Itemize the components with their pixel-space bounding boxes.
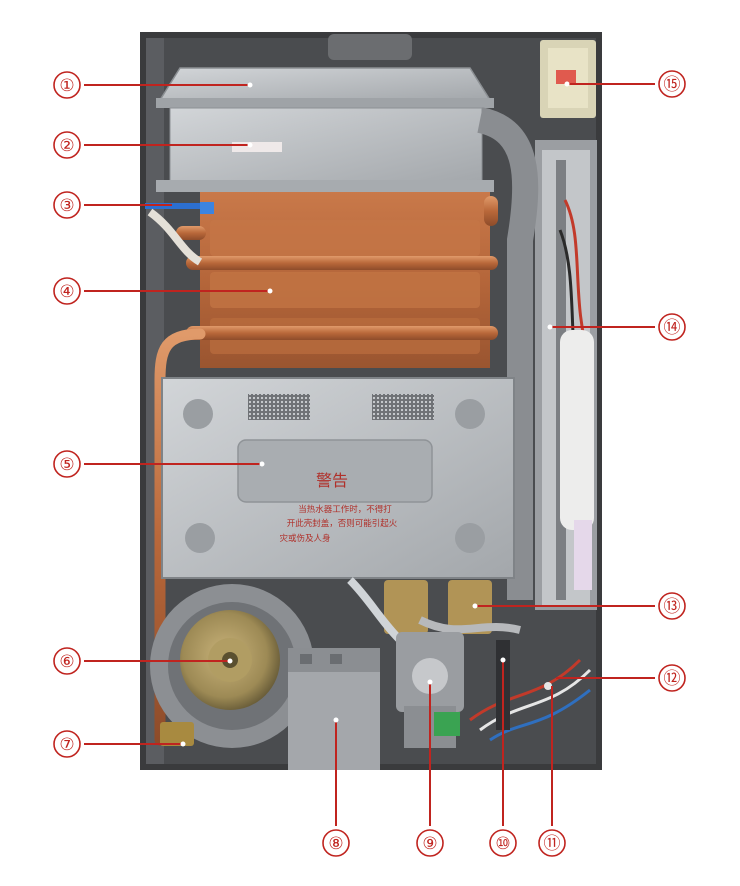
solenoid-valves — [347, 577, 521, 643]
callout-15: ⑮ — [658, 70, 686, 98]
callout-2: ② — [53, 131, 81, 159]
svg-text:③: ③ — [59, 196, 74, 216]
svg-text:⑫: ⑫ — [664, 669, 681, 689]
callout-7: ⑦ — [53, 730, 81, 758]
svg-text:①: ① — [59, 76, 74, 96]
svg-text:⑭: ⑭ — [664, 318, 681, 338]
warning-line-3: 灾或伤及人身 — [279, 533, 330, 544]
gas-valve — [288, 648, 380, 770]
warning-line-2: 开此壳封盖，否则可能引起火 — [287, 518, 398, 529]
heat-exchanger — [176, 192, 498, 368]
callout-markers: ① ② ③ ④ ⑤ ⑥ ⑦ ⑧ — [53, 70, 686, 857]
copper-water-pipe — [154, 328, 206, 746]
callout-12: ⑫ — [658, 664, 686, 692]
svg-text:⑧: ⑧ — [328, 834, 343, 854]
callout-14: ⑭ — [658, 313, 686, 341]
callout-4: ④ — [53, 277, 81, 305]
callout-6: ⑥ — [53, 647, 81, 675]
control-board-column — [535, 140, 597, 610]
svg-text:⑤: ⑤ — [59, 455, 74, 475]
callout-10: ⑩ — [489, 829, 517, 857]
svg-text:⑪: ⑪ — [544, 834, 561, 854]
callout-11: ⑪ — [538, 829, 566, 857]
svg-text:⑨: ⑨ — [422, 834, 437, 854]
svg-text:④: ④ — [59, 282, 74, 302]
svg-text:②: ② — [59, 136, 74, 156]
leader-dots — [180, 81, 570, 747]
callout-1: ① — [53, 71, 81, 99]
insulated-pipe — [476, 107, 539, 600]
callout-13: ⑬ — [658, 592, 686, 620]
wiring-harness — [469, 640, 592, 742]
water-inlet-fitting — [160, 722, 194, 746]
svg-text:⑮: ⑮ — [664, 75, 681, 95]
ignition-controller-box — [540, 40, 596, 118]
leader-lines — [84, 83, 655, 826]
svg-text:⑥: ⑥ — [59, 652, 74, 672]
callout-9: ⑨ — [416, 829, 444, 857]
warning-line-1: 当热水器工作时，不得打 — [298, 504, 392, 515]
callout-3: ③ — [53, 191, 81, 219]
svg-text:⑬: ⑬ — [664, 597, 681, 617]
callout-8: ⑧ — [322, 829, 350, 857]
svg-text:⑦: ⑦ — [59, 735, 74, 755]
warning-title: 警告 — [316, 471, 348, 490]
combustion-chamber-top — [156, 107, 494, 192]
svg-text:⑩: ⑩ — [495, 834, 510, 854]
burner-box: 警告 当热水器工作时，不得打 开此壳封盖，否则可能引起火 灾或伤及人身 — [161, 377, 515, 579]
callout-5: ⑤ — [53, 450, 81, 478]
flue-outlet — [328, 34, 412, 60]
exhaust-hood — [156, 67, 494, 108]
